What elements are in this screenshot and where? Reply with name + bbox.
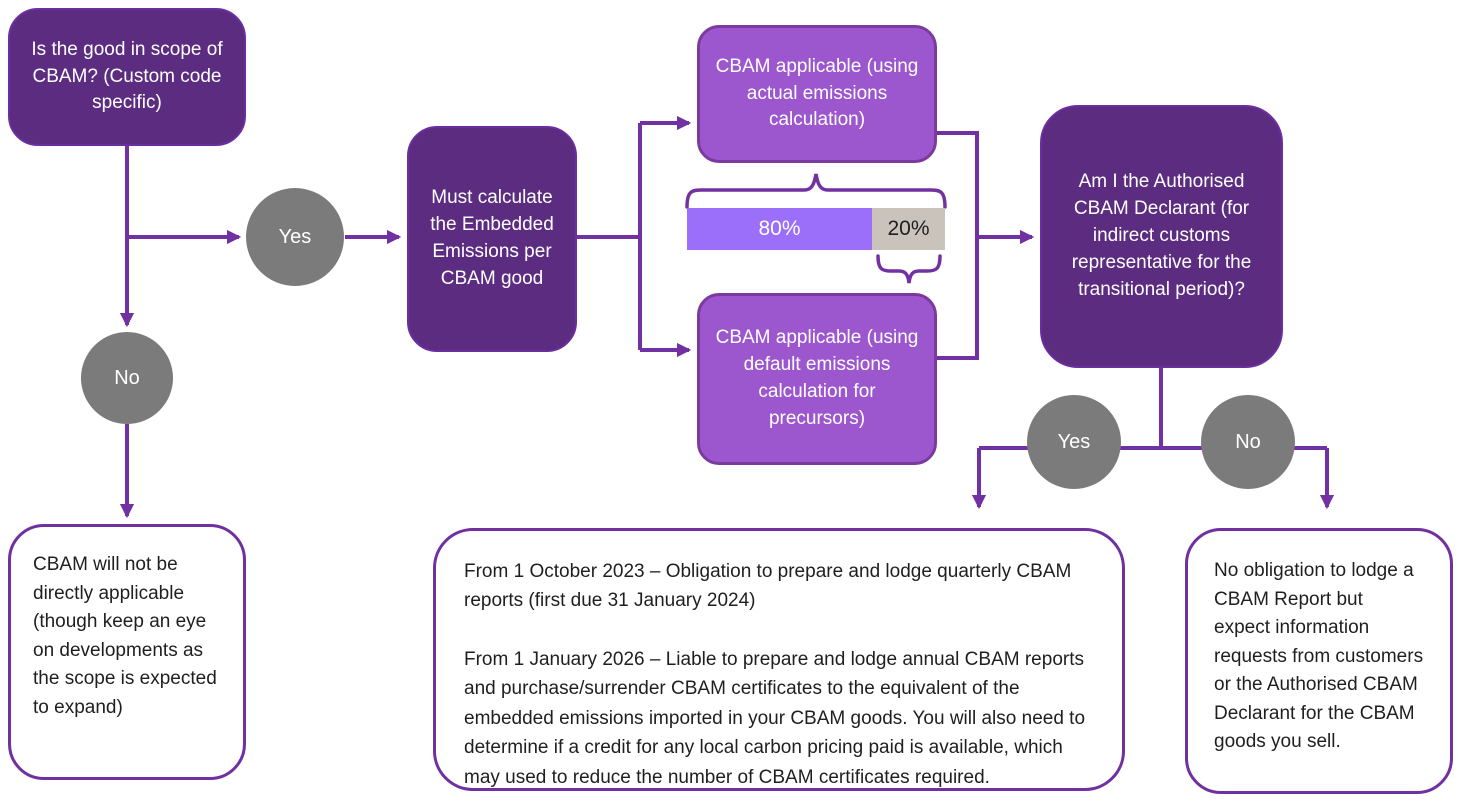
outcome-obligations-box: From 1 October 2023 – Obligation to prep… <box>433 528 1125 791</box>
default-emissions-label: CBAM applicable (using default emissions… <box>715 327 919 429</box>
obligations-paragraph-2023: From 1 October 2023 – Obligation to prep… <box>464 561 1072 612</box>
declarant-question-label: Am I the Authorised CBAM Declarant (for … <box>1071 171 1252 300</box>
no-circle-declarant-label: No <box>1235 430 1261 453</box>
must-calculate-box: Must calculate the Embedded Emissions pe… <box>407 126 577 352</box>
no-circle-scope-label: No <box>114 366 140 389</box>
outcome-no-obligation-text: No obligation to lodge a CBAM Report but… <box>1214 560 1424 752</box>
actual-emissions-label: CBAM applicable (using actual emissions … <box>715 55 919 131</box>
bar-segment-20: 20% <box>872 208 945 250</box>
scope-question-box: Is the good in scope of CBAM? (Custom co… <box>8 8 246 146</box>
obligations-paragraph-2026: From 1 January 2026 – Liable to prepare … <box>464 648 1086 788</box>
yes-circle-scope-label: Yes <box>278 225 312 248</box>
brace-20pct <box>876 254 942 284</box>
brace-whole-bar <box>685 173 947 209</box>
default-emissions-box: CBAM applicable (using default emissions… <box>697 293 937 465</box>
yes-circle-declarant-label: Yes <box>1057 430 1091 453</box>
outcome-no-obligation-box: No obligation to lodge a CBAM Report but… <box>1185 528 1453 794</box>
no-circle-declarant: No <box>1201 395 1295 489</box>
outcome-not-applicable-text: CBAM will not be directly applicable (th… <box>33 554 217 718</box>
must-calculate-label: Must calculate the Embedded Emissions pe… <box>430 187 554 289</box>
bar-segment-80-label: 80% <box>758 217 801 240</box>
bar-segment-80: 80% <box>687 208 872 250</box>
outcome-not-applicable-box: CBAM will not be directly applicable (th… <box>8 524 246 780</box>
no-circle-scope: No <box>81 332 173 424</box>
yes-circle-declarant: Yes <box>1027 395 1121 489</box>
actual-emissions-box: CBAM applicable (using actual emissions … <box>697 25 937 163</box>
scope-question-label: Is the good in scope of CBAM? (Custom co… <box>31 38 223 114</box>
connector-merge-bus <box>937 131 979 360</box>
yes-circle-scope: Yes <box>246 188 344 286</box>
bar-segment-20-label: 20% <box>887 217 930 240</box>
emissions-split-bar: 80% 20% <box>687 208 945 250</box>
declarant-question-box: Am I the Authorised CBAM Declarant (for … <box>1040 105 1283 368</box>
